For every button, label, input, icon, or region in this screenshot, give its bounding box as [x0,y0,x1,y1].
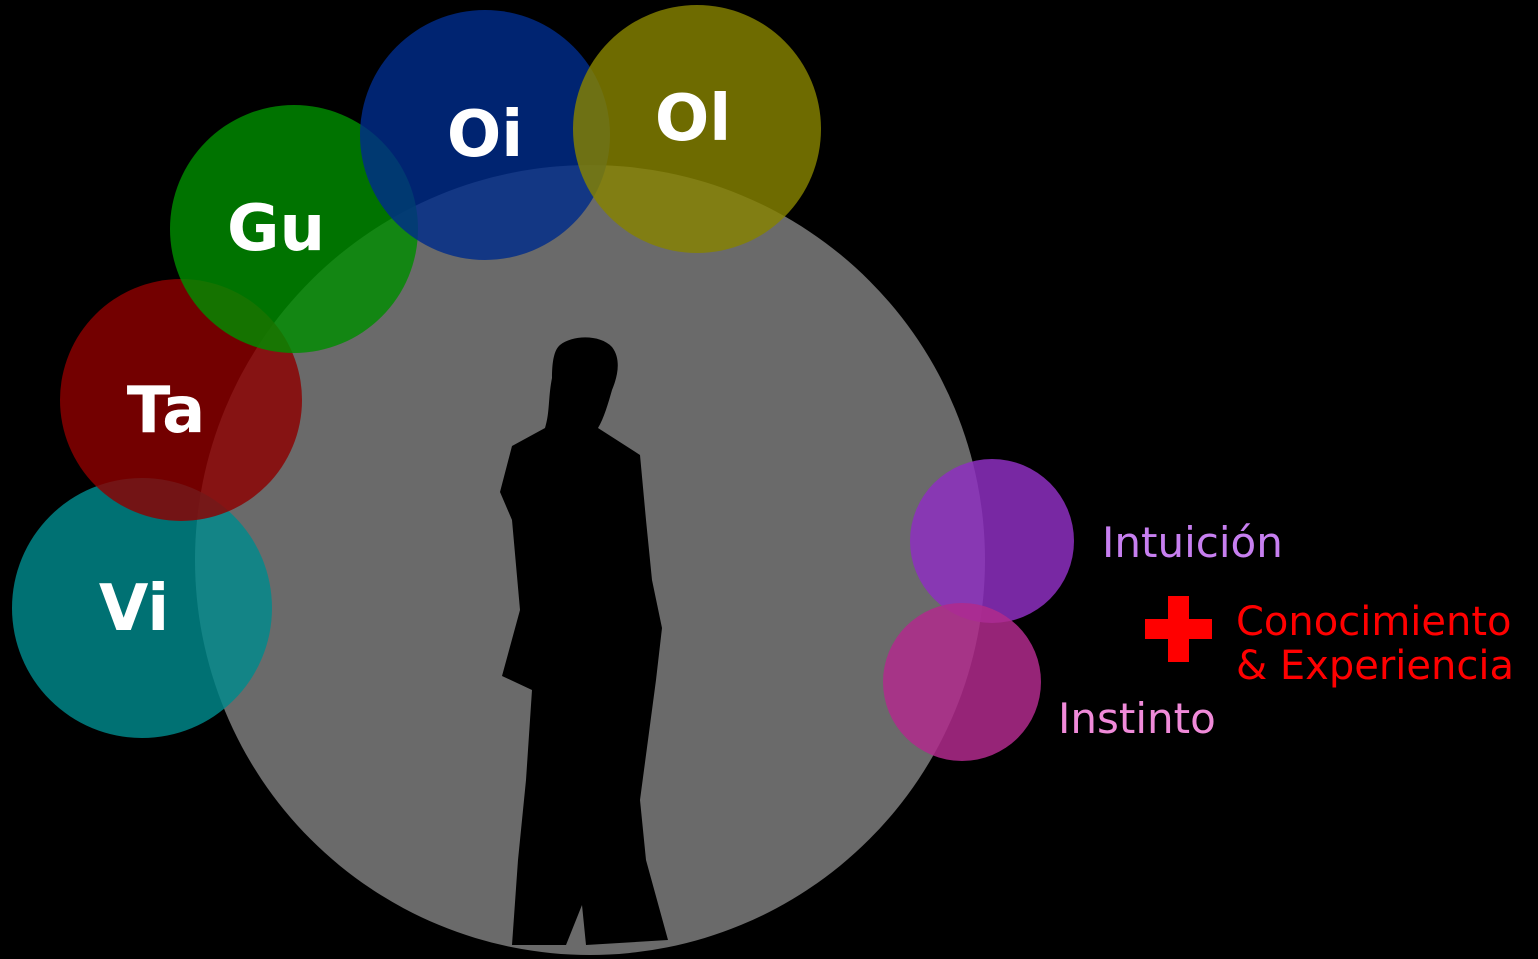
instinct-circle [883,603,1041,761]
sense-circles [12,5,821,738]
sense-label-gu: Gu [227,192,325,266]
faculty-circles [883,459,1074,761]
knowledge-label-line2: & Experiencia [1236,643,1514,689]
person-silhouette [500,337,668,945]
intuition-circle [910,459,1074,623]
sense-circle-vi [12,478,272,738]
knowledge-label-line1: Conocimiento [1236,599,1512,645]
sense-circle-gu [170,105,418,353]
sense-circle-oi [360,10,610,260]
plus-icon [1145,596,1212,662]
sense-label-ol: Ol [655,82,731,156]
sense-label-ta: Ta [127,374,206,448]
sense-labels: Vi Ta Gu Oi Ol [99,82,731,646]
sense-label-oi: Oi [447,98,523,172]
intuition-label: Intuición [1102,518,1283,567]
instinct-label: Instinto [1058,694,1216,743]
sense-circle-ol [573,5,821,253]
sense-label-vi: Vi [99,572,169,646]
